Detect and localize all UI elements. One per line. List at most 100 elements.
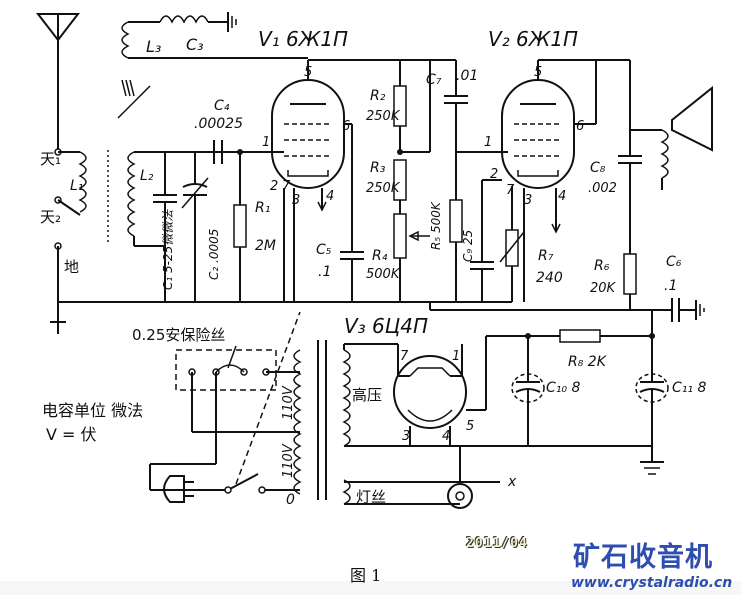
power-transformer	[293, 340, 351, 505]
c5-capacitor	[340, 236, 364, 302]
r5-label: R₅ 500K	[429, 201, 443, 250]
primary-110v-lower: 110V	[281, 443, 296, 478]
voltage-unit-note: V = 伏	[46, 425, 97, 444]
v1-label: V₁ 6Ж1П	[258, 27, 348, 51]
fuse-label: 0.25安保险丝	[132, 326, 225, 344]
c2-capacitor	[181, 152, 209, 302]
v3-label: V₃ 6Ц4П	[344, 314, 428, 338]
v3-pin-4: 4	[442, 429, 450, 444]
r7-resistor	[499, 186, 525, 302]
r6-value: 20K	[590, 281, 617, 296]
r8-label: R₈ 2K	[568, 354, 608, 370]
v3-pin-3: 3	[402, 429, 410, 444]
antenna-terminal-2-label: 天₂	[40, 208, 61, 226]
c7-value: .01	[456, 68, 478, 84]
v2-pin-3: 3	[524, 193, 532, 208]
r2-value: 250K	[366, 109, 401, 124]
r2-label: R₂	[370, 88, 386, 104]
figure-caption: 图 1	[350, 566, 382, 585]
r7-value: 240	[536, 270, 563, 286]
v3-pin-7: 7	[400, 349, 409, 364]
v1-pin-5: 5	[304, 65, 312, 80]
filament-x-label: x	[507, 474, 517, 490]
v2-pin-2: 2	[490, 167, 498, 182]
primary-zero-label: 0	[286, 492, 295, 508]
antenna-symbol	[35, 13, 81, 150]
c6-value: .1	[664, 278, 677, 294]
c5-label: C₅	[316, 242, 332, 258]
l2-label: L₂	[140, 168, 154, 184]
c1-label: C₁ 5-25微微法	[161, 209, 175, 290]
hv-wiring	[343, 343, 461, 482]
v1-pin-3: 3	[292, 193, 300, 208]
v2-label: V₂ 6Ж1П	[488, 27, 578, 51]
v1-pin-2: 2	[270, 179, 278, 194]
v2-pin-4: 4	[558, 189, 566, 204]
c6-capacitor	[630, 298, 705, 322]
c9-capacitor	[470, 180, 494, 302]
primary-110v-upper: 110V	[281, 385, 296, 420]
c5-value: .1	[318, 264, 331, 280]
l3-label: L₃	[146, 37, 161, 56]
capacitance-unit-note: 电容单位 微法	[42, 401, 143, 420]
filament-winding-label: 灯丝	[356, 488, 386, 506]
v3-pin-1: 1	[452, 349, 460, 364]
c11-capacitor	[635, 336, 669, 462]
c8-capacitor	[596, 59, 642, 230]
pilot-lamp-icon	[344, 481, 500, 509]
l3-c3-network	[121, 12, 308, 59]
watermark-url: www.crystalradio.cn	[571, 575, 733, 591]
bottom-strip	[0, 581, 741, 595]
mains-wiring	[149, 311, 301, 494]
r4-label: R₄	[372, 248, 388, 264]
c10-capacitor	[511, 336, 545, 446]
c4-capacitor	[195, 140, 275, 164]
speaker-horn-icon	[630, 85, 713, 190]
v3-rectifier-tube	[393, 336, 487, 446]
r4-value: 500K	[366, 267, 401, 282]
l1-label: L₁	[70, 178, 83, 194]
r5-resistor	[449, 152, 463, 302]
c10-label: C₁₀ 8	[546, 380, 580, 396]
c9-label: C₉ 25	[461, 230, 475, 262]
c7-capacitor	[430, 59, 508, 153]
antenna-terminals	[54, 148, 81, 302]
r1-resistor	[233, 152, 247, 302]
v2-pin-5: 5	[534, 65, 542, 80]
fuse-box	[175, 345, 277, 391]
filter-network	[486, 310, 655, 343]
v1-pin-7: 7	[282, 179, 291, 194]
ground-bus	[50, 301, 630, 334]
v1-pin-1: 1	[262, 135, 270, 150]
v2-pin-1: 1	[484, 135, 492, 150]
v1-pin-4: 4	[326, 189, 334, 204]
v2-pin-7: 7	[506, 183, 515, 198]
hv-winding-label: 高压	[352, 386, 382, 404]
r3-value: 250K	[366, 181, 401, 196]
l1-coil	[78, 151, 87, 213]
v2-tube	[482, 59, 597, 302]
v2-pin-6: 6	[576, 119, 584, 134]
c4-value: .00025	[194, 116, 243, 132]
r3-label: R₃	[370, 160, 386, 176]
r6-label: R₆	[594, 258, 610, 274]
r4-potentiometer	[393, 213, 430, 302]
v1-pin-6: 6	[342, 119, 350, 134]
c7-label: C₇	[426, 72, 442, 88]
mains-plug-icon	[163, 475, 194, 503]
r6-resistor	[623, 230, 637, 310]
r7-label: R₇	[538, 248, 554, 264]
v1-tube	[271, 59, 400, 302]
tuning-arrow	[117, 79, 151, 119]
c11-label: C₁₁ 8	[672, 380, 706, 396]
r1-value: 2M	[255, 238, 276, 254]
c8-label: C₈	[590, 160, 606, 176]
c1-capacitor	[153, 152, 177, 302]
r2-r3-chain	[393, 59, 430, 214]
c4-label: C₄	[214, 98, 230, 114]
ground-symbol-right	[640, 461, 664, 475]
watermark-date: 2011/04	[466, 536, 528, 551]
c8-value: .002	[588, 181, 617, 196]
c2-label: C₂ .0005	[207, 229, 221, 280]
